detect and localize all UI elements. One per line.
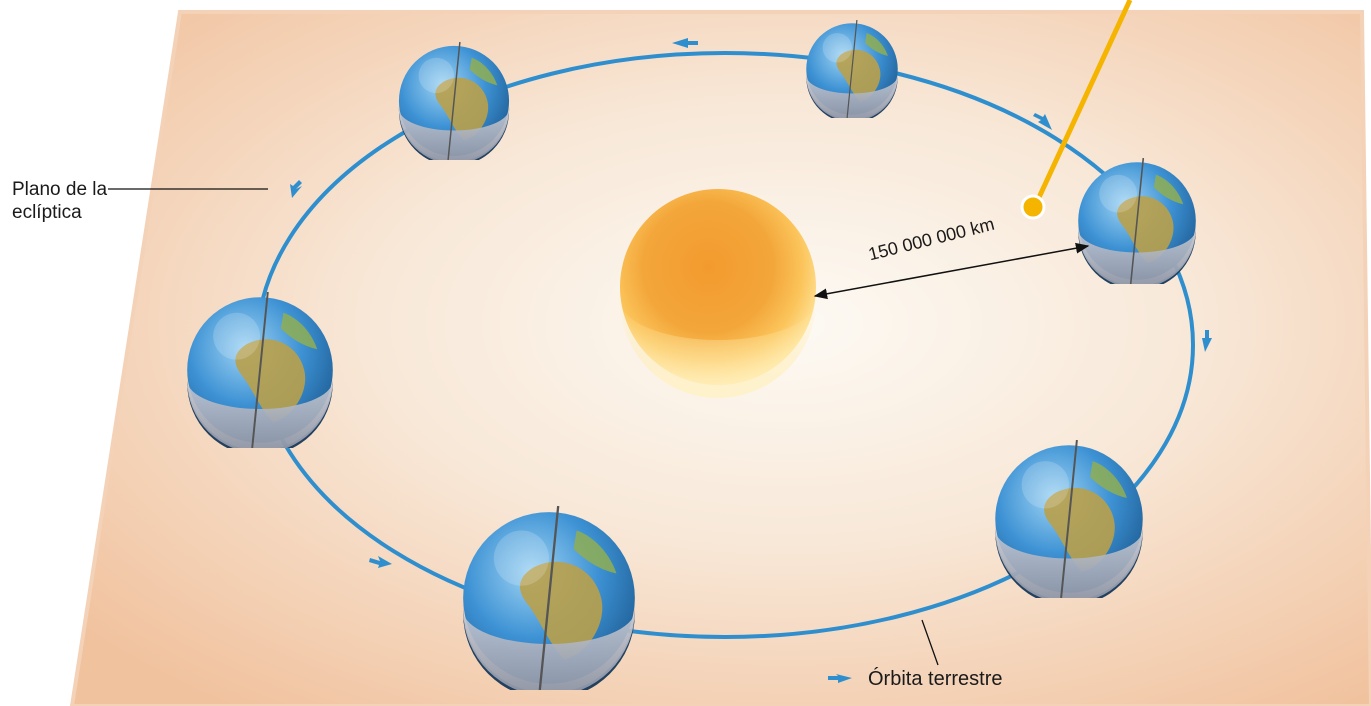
distance-arrow [813,242,1090,300]
ecliptic-plane-label: Plano de la eclíptica [12,178,107,224]
pointer-line [1033,0,1133,206]
sun [620,189,816,398]
ecliptic-plane-label-line1: Plano de la [12,179,108,200]
pointer-dot [1020,194,1046,220]
orbit-direction-arrows [290,38,1212,683]
orbit-leader-line [921,619,939,666]
ecliptic-plane-label-line2: eclíptica [12,202,82,223]
orbit-label: Órbita terrestre [868,668,1003,690]
